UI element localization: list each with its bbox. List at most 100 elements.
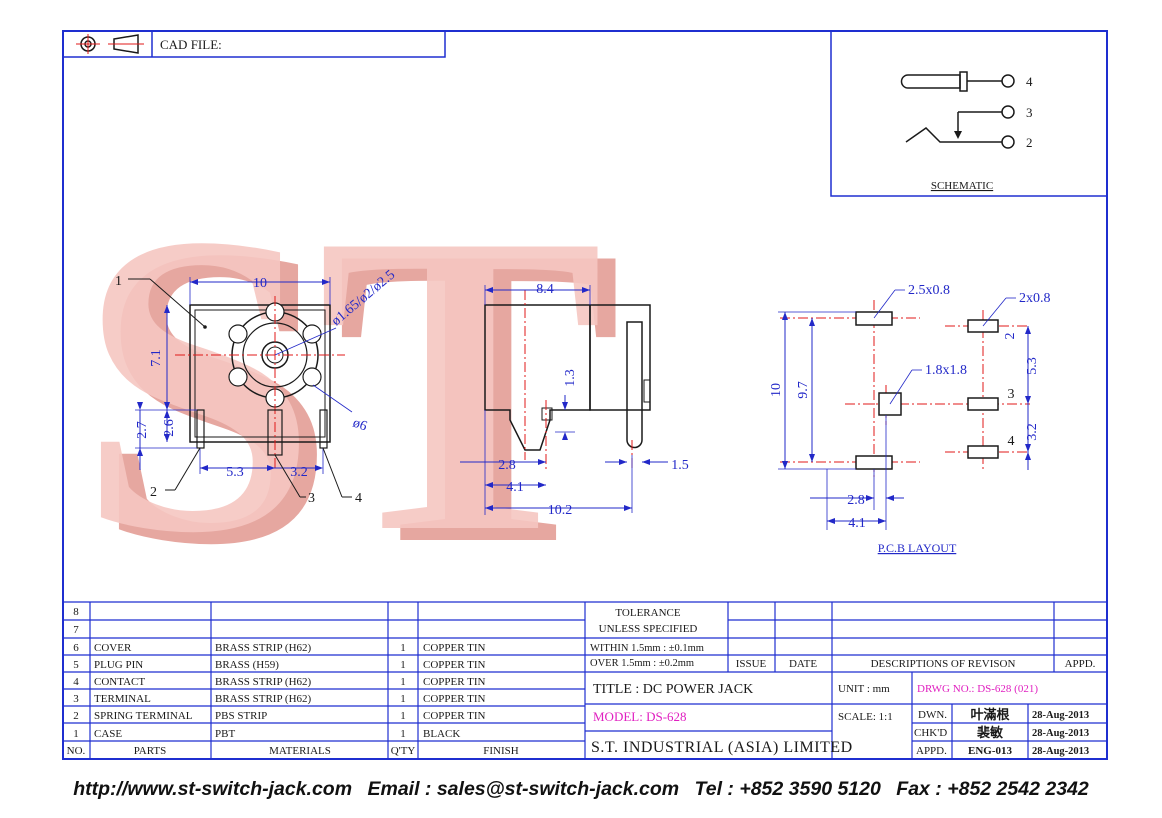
watermark-logo: ST ST xyxy=(78,146,622,634)
schematic-title: SCHEMATIC xyxy=(931,180,993,192)
pcb-layout-title: P.C.B LAYOUT xyxy=(878,541,957,555)
bom-row-4-qty: 1 xyxy=(400,676,406,688)
footer-fax: Fax : +852 2542 2342 xyxy=(896,778,1089,800)
pcb-dim-outer-span: 10 xyxy=(769,383,784,397)
bom-row-5-finish: COPPER TIN xyxy=(423,659,486,671)
front-dim-width: 10 xyxy=(253,276,267,291)
tolerance-title: TOLERANCE xyxy=(615,607,680,619)
bom-row-6-finish: COPPER TIN xyxy=(423,642,486,654)
schematic-pin-2: 2 xyxy=(1026,135,1033,150)
bom-row-5-part: PLUG PIN xyxy=(94,659,143,671)
bom-row-7-no: 7 xyxy=(73,624,79,636)
pcb-dim-center-span: 9.7 xyxy=(796,381,811,399)
bom-row-3-part: TERMINAL xyxy=(94,693,151,705)
pcb-dim-pitch-upper: 5.3 xyxy=(1025,357,1040,375)
pcb-pin-4: 4 xyxy=(1008,434,1015,449)
drawing-number: DRWG NO.: DS-628 (021) xyxy=(917,683,1038,695)
front-dim-pitch-left: 5.3 xyxy=(226,465,244,480)
front-callout-3: 3 xyxy=(308,491,315,506)
bom-row-4-material: BRASS STRIP (H62) xyxy=(215,676,312,688)
schematic-pin-4: 4 xyxy=(1026,74,1033,89)
bom-row-3-qty: 1 xyxy=(400,693,406,705)
bom-row-2-qty: 1 xyxy=(400,710,406,722)
pcb-dim-pitch-lower: 3.2 xyxy=(1025,423,1040,441)
bom-row-2-material: PBS STRIP xyxy=(215,710,267,722)
revision-issue-header: ISSUE xyxy=(736,658,767,670)
bom-row-4-part: CONTACT xyxy=(94,676,145,688)
tolerance-within: WITHIN 1.5mm : ±0.1mm xyxy=(590,643,704,654)
pcb-pad-top-left xyxy=(855,311,893,326)
bom-header-qty: Q'TY xyxy=(391,745,416,757)
title-block-title: TITLE : DC POWER JACK xyxy=(593,682,753,697)
front-callout-1: 1 xyxy=(115,274,122,289)
bom-row-3-material: BRASS STRIP (H62) xyxy=(215,693,312,705)
title-block-grid xyxy=(585,602,1107,759)
revision-appd-header: APPD. xyxy=(1065,658,1096,670)
pcb-pad-bottom-left xyxy=(855,455,893,470)
revision-description-header: DESCRIPTIONS OF REVISON xyxy=(871,658,1016,670)
scale-label: SCALE: 1:1 xyxy=(838,711,893,723)
footer-telephone: Tel : +852 3590 5120 xyxy=(694,778,881,800)
drawn-by-name: 叶滿根 xyxy=(970,707,1010,722)
bom-row-3-no: 3 xyxy=(73,693,79,705)
bom-row-5-qty: 1 xyxy=(400,659,406,671)
front-dim-height: 7.1 xyxy=(149,349,164,367)
unit-label: UNIT : mm xyxy=(838,683,890,695)
side-dim-pin-offset: 2.8 xyxy=(498,458,516,473)
bom-row-6-qty: 1 xyxy=(400,642,406,654)
checked-by-label: CHK'D xyxy=(914,727,947,739)
bom-row-5-material: BRASS (H59) xyxy=(215,659,279,671)
bom-row-3-finish: COPPER TIN xyxy=(423,693,486,705)
schematic: 4 3 2 SCHEMATIC xyxy=(830,30,1108,197)
bom-header-no: NO. xyxy=(67,745,86,757)
title-block-text: TOLERANCE UNLESS SPECIFIED WITHIN 1.5mm … xyxy=(590,607,1096,757)
approved-by-date: 28-Aug-2013 xyxy=(1032,746,1089,757)
pcb-pad-pin-4 xyxy=(967,445,999,459)
bom-row-6-part: COVER xyxy=(94,642,132,654)
bom-row-1-no: 1 xyxy=(73,728,79,740)
side-dim-overall-length: 10.2 xyxy=(548,503,573,518)
bom-row-4-finish: COPPER TIN xyxy=(423,676,486,688)
bom-row-1-part: CASE xyxy=(94,728,122,740)
front-callout-4: 4 xyxy=(355,491,362,506)
bom-text: 8 7 6 COVER BRASS STRIP (H62) 1 COPPER T… xyxy=(67,606,519,757)
bom-header-materials: MATERIALS xyxy=(269,745,331,757)
pcb-layout: 2.5x0.8 2x0.8 1.8x1.8 10 9.7 5.3 3.2 2 3… xyxy=(769,283,1051,555)
bom-row-2-finish: COPPER TIN xyxy=(423,710,486,722)
bom-row-5-no: 5 xyxy=(73,659,79,671)
bom-header-parts: PARTS xyxy=(134,745,167,757)
bom-row-6-no: 6 xyxy=(73,642,79,654)
bom-row-2-no: 2 xyxy=(73,710,79,722)
bom-row-2-part: SPRING TERMINAL xyxy=(94,710,193,722)
projection-symbol-icon xyxy=(76,34,144,54)
tolerance-over: OVER 1.5mm : ±0.2mm xyxy=(590,658,694,669)
bom-row-1-finish: BLACK xyxy=(423,728,460,740)
approved-by-label: APPD. xyxy=(916,745,947,757)
revision-date-header: DATE xyxy=(789,658,817,670)
front-dim-base: 2.6 xyxy=(162,419,177,437)
drawn-by-label: DWN. xyxy=(918,709,947,721)
company-name: S.T. INDUSTRIAL (ASIA) LIMITED xyxy=(591,739,853,756)
checked-by-date: 28-Aug-2013 xyxy=(1032,728,1089,739)
pcb-dim-pad-square: 1.8x1.8 xyxy=(925,363,967,378)
bom-row-4-no: 4 xyxy=(73,676,79,688)
approved-by-name: ENG-013 xyxy=(968,745,1013,757)
tolerance-subtitle: UNLESS SPECIFIED xyxy=(599,623,698,635)
side-dim-terminal-position: 4.1 xyxy=(506,480,524,495)
pcb-dim-offset-long: 4.1 xyxy=(848,516,866,531)
pcb-dim-pad-small: 2x0.8 xyxy=(1019,291,1051,306)
side-dim-body-depth: 8.4 xyxy=(536,282,554,297)
bom-row-1-qty: 1 xyxy=(400,728,406,740)
footer-website-link[interactable]: http://www.st-switch-jack.com xyxy=(73,778,353,800)
pcb-pin-3: 3 xyxy=(1008,387,1015,402)
title-block-model: MODEL: DS-628 xyxy=(593,709,687,724)
bom-row-6-material: BRASS STRIP (H62) xyxy=(215,642,312,654)
watermark-shadow: ST xyxy=(96,158,622,634)
bom-table xyxy=(63,601,1107,759)
bom-row-1-material: PBT xyxy=(215,728,235,740)
pcb-dim-pad-large: 2.5x0.8 xyxy=(908,283,950,298)
side-dim-offset: 1.3 xyxy=(563,369,578,387)
schematic-plug-pin xyxy=(900,74,961,89)
footer-email[interactable]: Email : sales@st-switch-jack.com xyxy=(367,778,680,800)
